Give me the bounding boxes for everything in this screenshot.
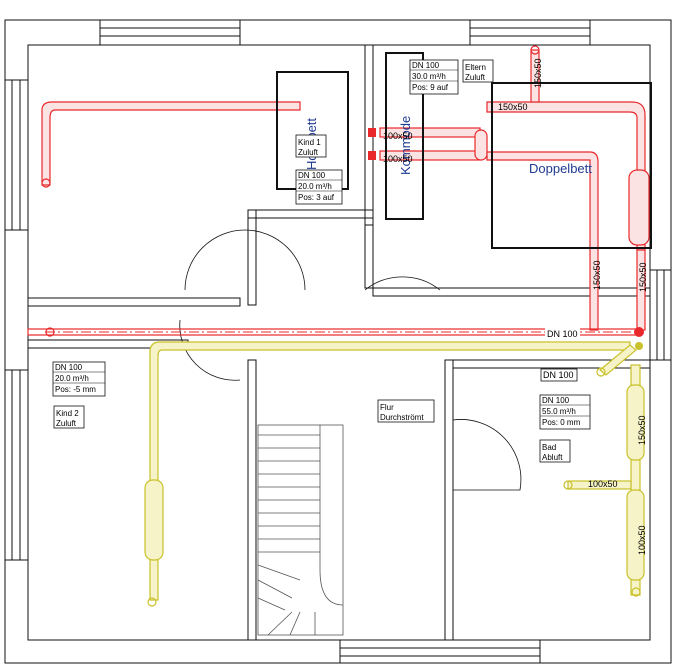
svg-text:20.0 m³/h: 20.0 m³/h [298, 182, 332, 191]
doppelbett-label: Doppelbett [529, 161, 592, 176]
supply-valve-kind2 [45, 327, 55, 337]
main-duct-label: DN 100 [547, 329, 578, 339]
svg-text:Pos: 3 auf: Pos: 3 auf [298, 193, 335, 202]
svg-text:Pos: -5 mm: Pos: -5 mm [55, 385, 96, 394]
svg-text:Durchströmt: Durchströmt [380, 413, 424, 422]
room-tag-bad: Bad Abluft [539, 439, 571, 463]
svg-text:55.0 m³/h: 55.0 m³/h [542, 407, 576, 416]
doppelbett-box [491, 82, 652, 249]
supply-valve-kind1 [41, 178, 51, 188]
svg-text:DN 100: DN 100 [542, 396, 570, 405]
duct-label-bad-vert-bottom: 100x50 [637, 525, 647, 555]
duct-label-riser-red: 150x50 [638, 262, 648, 292]
walls [4, 19, 672, 664]
room-tag-flur: Flur Durchströmt [377, 399, 435, 423]
kommode-box [385, 52, 424, 220]
exhaust-valve-bad-bottom [631, 587, 641, 597]
svg-text:Bad: Bad [542, 443, 556, 452]
outlet-info-bad: DN 100 55.0 m³/h Pos: 0 mm [539, 394, 591, 430]
supply-outlet-kind1b [368, 151, 376, 160]
furniture [276, 52, 652, 249]
duct-label-flat2: 100x50 [383, 154, 413, 164]
svg-text:DN 100: DN 100 [543, 370, 574, 380]
svg-text:Zuluft: Zuluft [56, 419, 77, 428]
supply-junction [634, 327, 644, 337]
duct-label-bad-vert-top: 150x50 [637, 415, 647, 445]
svg-text:Zuluft: Zuluft [465, 73, 486, 82]
svg-text:Kind 1: Kind 1 [298, 138, 321, 147]
staircase [257, 424, 344, 636]
duct-label-eltern-vert: 150x50 [533, 58, 543, 88]
exhaust-ducts [144, 341, 645, 601]
outlet-info-kind2: DN 100 20.0 m³/h Pos: -5 mm [52, 361, 106, 397]
outlet-info-kind1: DN 100 20.0 m³/h Pos: 3 auf [295, 169, 343, 205]
svg-text:Abluft: Abluft [542, 453, 563, 462]
duct-label-flat1: 100x50 [383, 131, 413, 141]
svg-text:Pos: 9 auf: Pos: 9 auf [412, 83, 449, 92]
svg-text:Pos: 0 mm: Pos: 0 mm [542, 418, 581, 427]
svg-text:DN 100: DN 100 [298, 171, 326, 180]
exhaust-valve-bad [596, 367, 606, 377]
room-tag-kind1: Kind 1 Zuluft [295, 134, 327, 158]
svg-text:DN 100: DN 100 [55, 363, 83, 372]
svg-text:Eltern: Eltern [465, 63, 486, 72]
exhaust-junction [635, 342, 643, 350]
supply-outlet-kind1a [368, 128, 376, 137]
room-tag-kind2: Kind 2 Zuluft [53, 405, 85, 429]
outlet-info-eltern: DN 100 30.0 m³/h Pos: 9 auf [409, 59, 459, 95]
exhaust-valve-bad-branch [563, 480, 573, 490]
duct-label-eltern-top: 150x50 [498, 102, 528, 112]
svg-text:Zuluft: Zuluft [298, 148, 319, 157]
svg-text:Kind 2: Kind 2 [56, 409, 79, 418]
svg-text:DN 100: DN 100 [412, 61, 440, 70]
bad-duct-tag: DN 100 [540, 368, 578, 382]
svg-text:20.0 m³/h: 20.0 m³/h [55, 374, 89, 383]
svg-text:Flur: Flur [380, 403, 394, 412]
svg-text:30.0 m³/h: 30.0 m³/h [412, 72, 446, 81]
room-tag-eltern: Eltern Zuluft [462, 59, 494, 83]
exhaust-valve-kind2 [147, 597, 157, 607]
supply-valve-eltern [530, 45, 540, 55]
duct-label-bad-branch: 100x50 [588, 479, 618, 489]
kommode-label: Kommode [398, 116, 413, 175]
duct-label-right-red: 150x50 [592, 260, 602, 290]
